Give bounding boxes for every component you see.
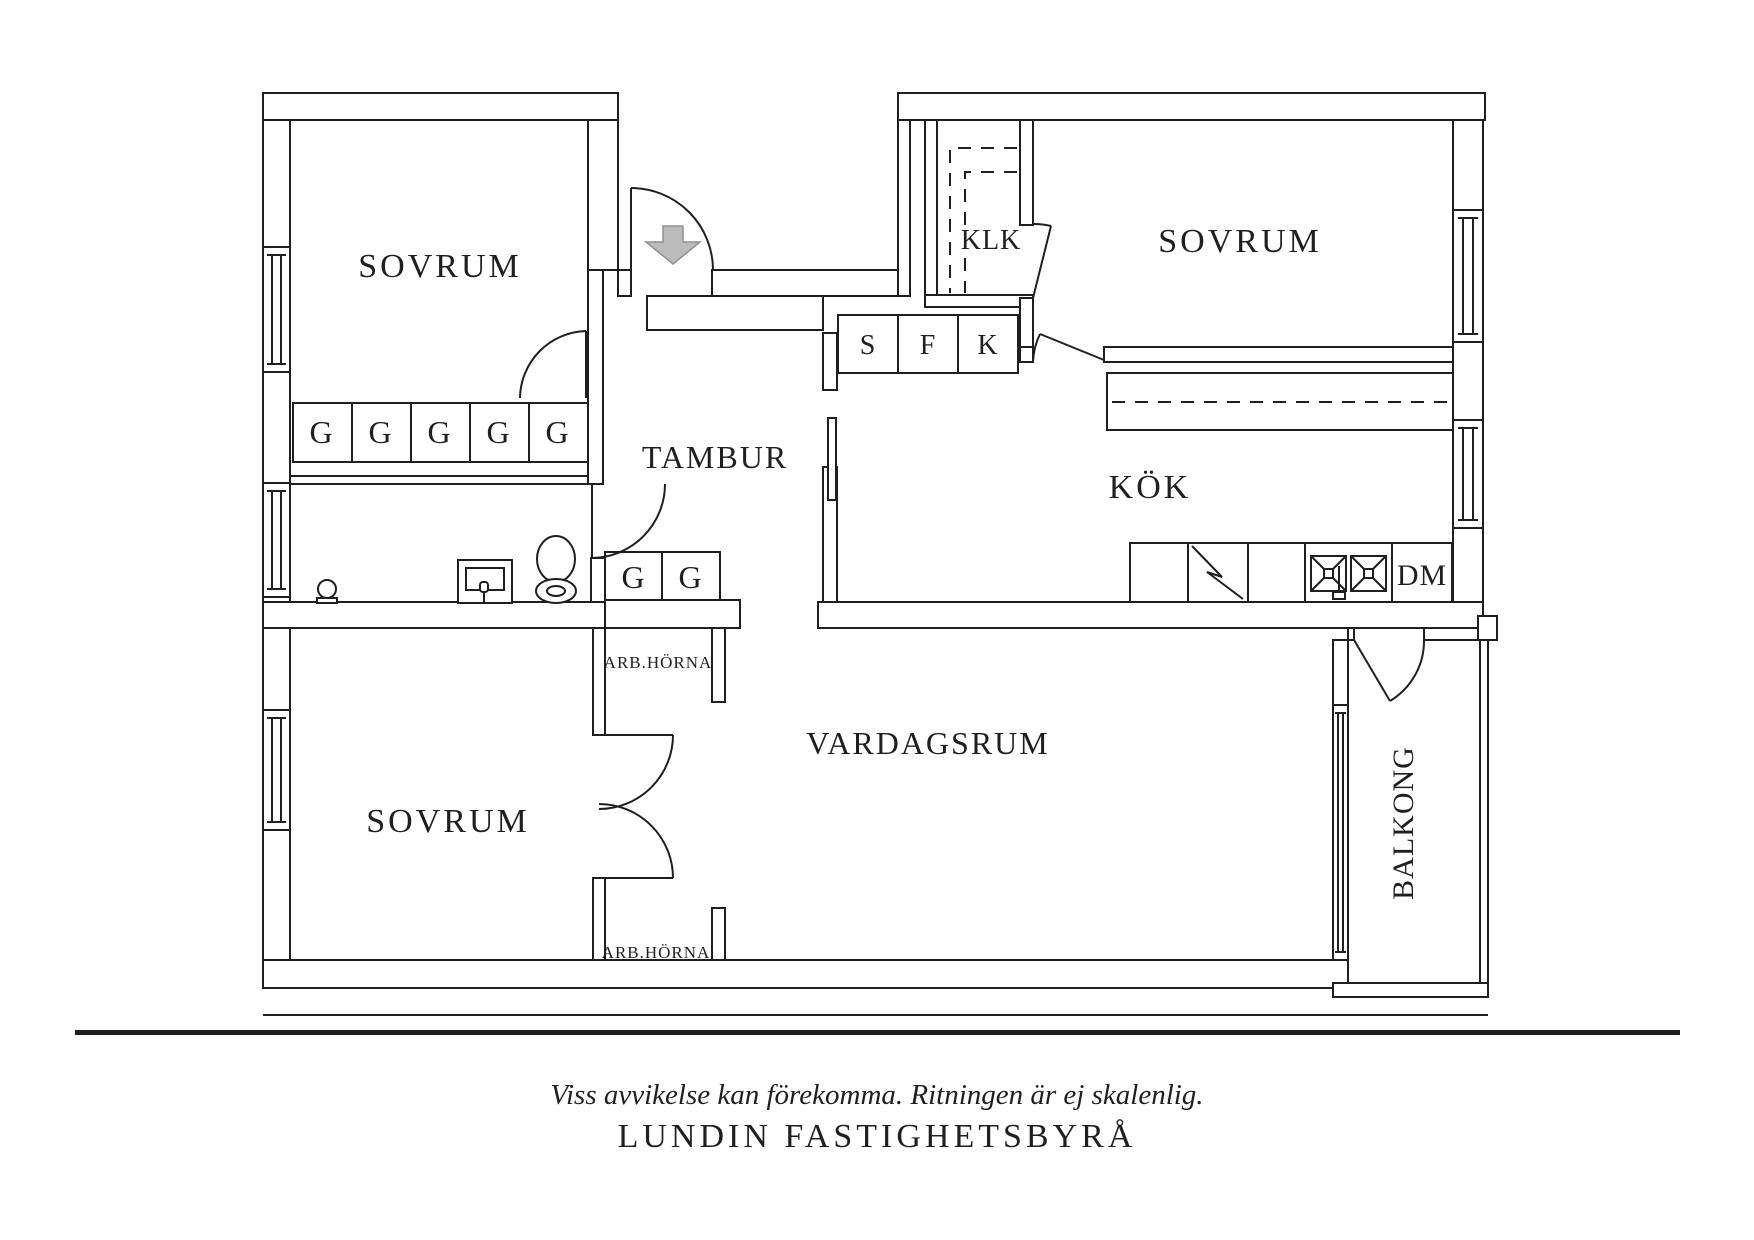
wall-stub-cabinets bbox=[822, 332, 838, 391]
stove-icon bbox=[1191, 545, 1244, 600]
wardrobe-label: G bbox=[368, 414, 393, 450]
wall-top-right-block bbox=[897, 92, 1486, 121]
footer-brand: LUNDIN FASTIGHETSBYRÅ bbox=[618, 1118, 1137, 1155]
entry-niche bbox=[646, 295, 824, 331]
toilet-icon bbox=[535, 535, 577, 604]
wall-bath-right-lower bbox=[590, 557, 606, 603]
wardrobe-label: G bbox=[309, 414, 334, 450]
window-icon bbox=[262, 709, 291, 831]
wall-klk-left bbox=[924, 119, 938, 308]
wall-vestibule-right bbox=[587, 119, 619, 271]
wall-bedroom3-bottom-left bbox=[1019, 346, 1034, 363]
kitchen-counter-lower: DM bbox=[1129, 542, 1453, 603]
wall-balcony-corner bbox=[1477, 615, 1498, 641]
wall-right-block-left bbox=[897, 119, 911, 297]
work-corner-label-lower: ARB.HÖRNA bbox=[602, 943, 711, 962]
room-labels: SOVRUM SOVRUM SOVRUM TAMBUR KÖK VARDAGSR… bbox=[358, 223, 1420, 962]
wall-balcony-right bbox=[1479, 639, 1489, 984]
room-label-bedroom1: SOVRUM bbox=[358, 248, 521, 285]
window-icon bbox=[1452, 209, 1484, 343]
walls bbox=[262, 92, 1498, 998]
wardrobe-pair-hall: G G bbox=[604, 551, 721, 601]
wall-balcony-left bbox=[1332, 639, 1349, 706]
wall-right-exterior bbox=[1452, 119, 1484, 629]
wall-balcony-top bbox=[1423, 627, 1484, 641]
window-icon bbox=[1452, 419, 1484, 529]
entry-arrow-icon bbox=[643, 225, 703, 265]
footer-divider bbox=[75, 1030, 1680, 1035]
wall-hall-left bbox=[587, 269, 604, 485]
work-corner-label-upper: ARB.HÖRNA bbox=[604, 653, 713, 672]
bedroom2-double-door bbox=[598, 734, 674, 879]
doors bbox=[519, 187, 1426, 879]
footer-disclaimer: Viss avvikelse kan förekomma. Ritningen … bbox=[550, 1079, 1203, 1111]
cabinet-k-label: K bbox=[977, 330, 998, 361]
tall-cabinets-sfk: S F K bbox=[837, 314, 1019, 374]
bathroom-fixtures bbox=[316, 535, 577, 604]
washbasin-icon bbox=[457, 559, 513, 604]
wall-klk-bedroom-lower bbox=[1019, 297, 1034, 348]
wall-top-left-block bbox=[262, 92, 619, 121]
cabinetry: G G G G G G G S F K bbox=[292, 147, 1454, 603]
wall-klk-bedroom-upper bbox=[1019, 119, 1034, 226]
wall-bottom-exterior bbox=[262, 959, 1349, 989]
wardrobe-label: G bbox=[545, 414, 570, 450]
klk-door bbox=[1032, 222, 1052, 299]
cabinet-f-label: F bbox=[920, 330, 937, 361]
wardrobe-label: G bbox=[486, 414, 511, 450]
room-label-hall: TAMBUR bbox=[642, 439, 788, 475]
hall-partition-screen bbox=[827, 417, 837, 501]
room-label-klk: KLK bbox=[961, 225, 1022, 256]
wall-balcony-top-jamb bbox=[1347, 627, 1355, 641]
wall-bath-top bbox=[289, 475, 589, 485]
bedroom1-door bbox=[519, 330, 587, 399]
faucet-icon bbox=[1332, 566, 1346, 600]
wall-entry-right bbox=[711, 269, 899, 297]
footer: Viss avvikelse kan förekomma. Ritningen … bbox=[75, 1014, 1680, 1155]
window-icon bbox=[262, 246, 291, 373]
klk-shelving-dashed bbox=[949, 147, 1017, 293]
bathroom-door bbox=[591, 483, 666, 559]
wall-bedroom2-right-upper bbox=[592, 627, 606, 736]
room-label-balcony: BALKONG bbox=[1387, 746, 1420, 900]
windows bbox=[262, 209, 1484, 961]
room-label-bedroom2: SOVRUM bbox=[366, 803, 529, 840]
wall-kitchen-living bbox=[817, 601, 1484, 629]
room-label-bedroom3: SOVRUM bbox=[1158, 223, 1321, 260]
wall-balcony-bottom bbox=[1332, 982, 1489, 998]
sink-basin-icon bbox=[1310, 555, 1347, 592]
cabinet-s-label: S bbox=[860, 330, 877, 361]
wardrobe-row-bedroom1: G G G G G bbox=[292, 402, 589, 463]
balcony-door bbox=[1353, 639, 1426, 702]
wall-nook-stub-lower bbox=[711, 907, 726, 961]
wardrobe-label: G bbox=[678, 559, 703, 595]
wall-nook-stub-upper bbox=[711, 627, 726, 703]
window-icon bbox=[262, 482, 291, 598]
dishwasher-label: DM bbox=[1397, 559, 1447, 592]
floor-drain-icon bbox=[316, 579, 338, 604]
wall-entry-left-jamb bbox=[617, 269, 632, 297]
sink-basin-icon bbox=[1350, 555, 1387, 592]
entry-door bbox=[630, 187, 714, 271]
wardrobe-label: G bbox=[621, 559, 646, 595]
room-label-living-room: VARDAGSRUM bbox=[806, 725, 1049, 761]
wall-nook-top bbox=[604, 599, 741, 629]
kitchen-counter-upper bbox=[1106, 372, 1454, 431]
bedroom3-door bbox=[1032, 333, 1105, 363]
wall-klk-bottom bbox=[924, 294, 1034, 308]
window-icon bbox=[1332, 704, 1349, 961]
wall-bedroom3-bottom-right bbox=[1103, 346, 1454, 363]
wardrobe-label: G bbox=[427, 414, 452, 450]
room-label-kitchen: KÖK bbox=[1109, 469, 1192, 506]
